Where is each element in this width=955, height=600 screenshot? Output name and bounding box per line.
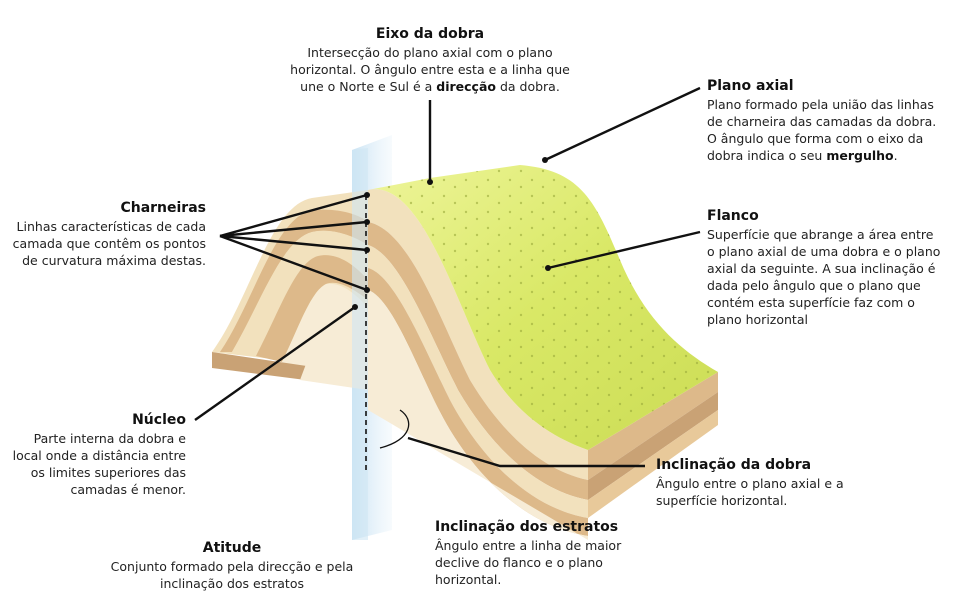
label-eixo-desc: Intersecção do plano axial com o plano h…	[290, 45, 570, 94]
label-plano-desc: Plano formado pela união das linhas de c…	[707, 97, 937, 163]
label-inclinacao-estratos: Inclinação dos estratos Ângulo entre a l…	[435, 519, 640, 588]
fold-core-region	[300, 292, 368, 390]
label-incl-estratos-desc: Ângulo entre a linha de maior declive do…	[435, 538, 622, 587]
label-incl-dobra-title: Inclinação da dobra	[656, 457, 812, 473]
label-plano-em: mergulho	[826, 148, 894, 163]
label-flanco-desc: Superfície que abrange a área entre o pl…	[707, 227, 941, 327]
label-incl-dobra-desc: Ângulo entre o plano axial e a superfíci…	[656, 476, 844, 508]
label-plano-tail: .	[893, 148, 898, 163]
label-inclinacao-dobra: Inclinação da dobra Ângulo entre o plano…	[656, 457, 886, 509]
label-plano-axial: Plano axial Plano formado pela união das…	[707, 78, 945, 164]
label-incl-estratos-title: Inclinação dos estratos	[435, 519, 619, 535]
axial-plane-front	[352, 148, 368, 540]
label-charneiras: Charneiras Linhas características de cad…	[8, 200, 206, 269]
fold-side-face	[588, 372, 718, 480]
label-nucleo-title: Núcleo	[132, 412, 186, 428]
leader-lines	[194, 86, 701, 468]
label-charneiras-desc: Linhas características de cada camada qu…	[12, 219, 206, 268]
label-eixo-da-dobra: Eixo da dobra Intersecção do plano axial…	[280, 26, 580, 95]
fold-front-face	[368, 189, 588, 540]
label-nucleo-desc: Parte interna da dobra e local onde a di…	[12, 431, 186, 497]
label-eixo-title: Eixo da dobra	[375, 26, 485, 42]
label-atitude-title: Atitude	[202, 540, 262, 556]
label-atitude-desc: Conjunto formado pela direcção e pela in…	[110, 559, 354, 591]
label-eixo-em: direcção	[436, 79, 496, 94]
inclination-arc	[379, 409, 410, 449]
label-atitude: Atitude Conjunto formado pela direcção e…	[108, 540, 356, 592]
label-flanco: Flanco Superfície que abrange a área ent…	[707, 208, 945, 328]
label-nucleo: Núcleo Parte interna da dobra e local on…	[6, 412, 186, 498]
label-flanco-title: Flanco	[707, 208, 759, 224]
label-eixo-tail: da dobra.	[495, 79, 560, 94]
label-charneiras-title: Charneiras	[120, 200, 206, 216]
label-plano-title: Plano axial	[707, 78, 794, 94]
